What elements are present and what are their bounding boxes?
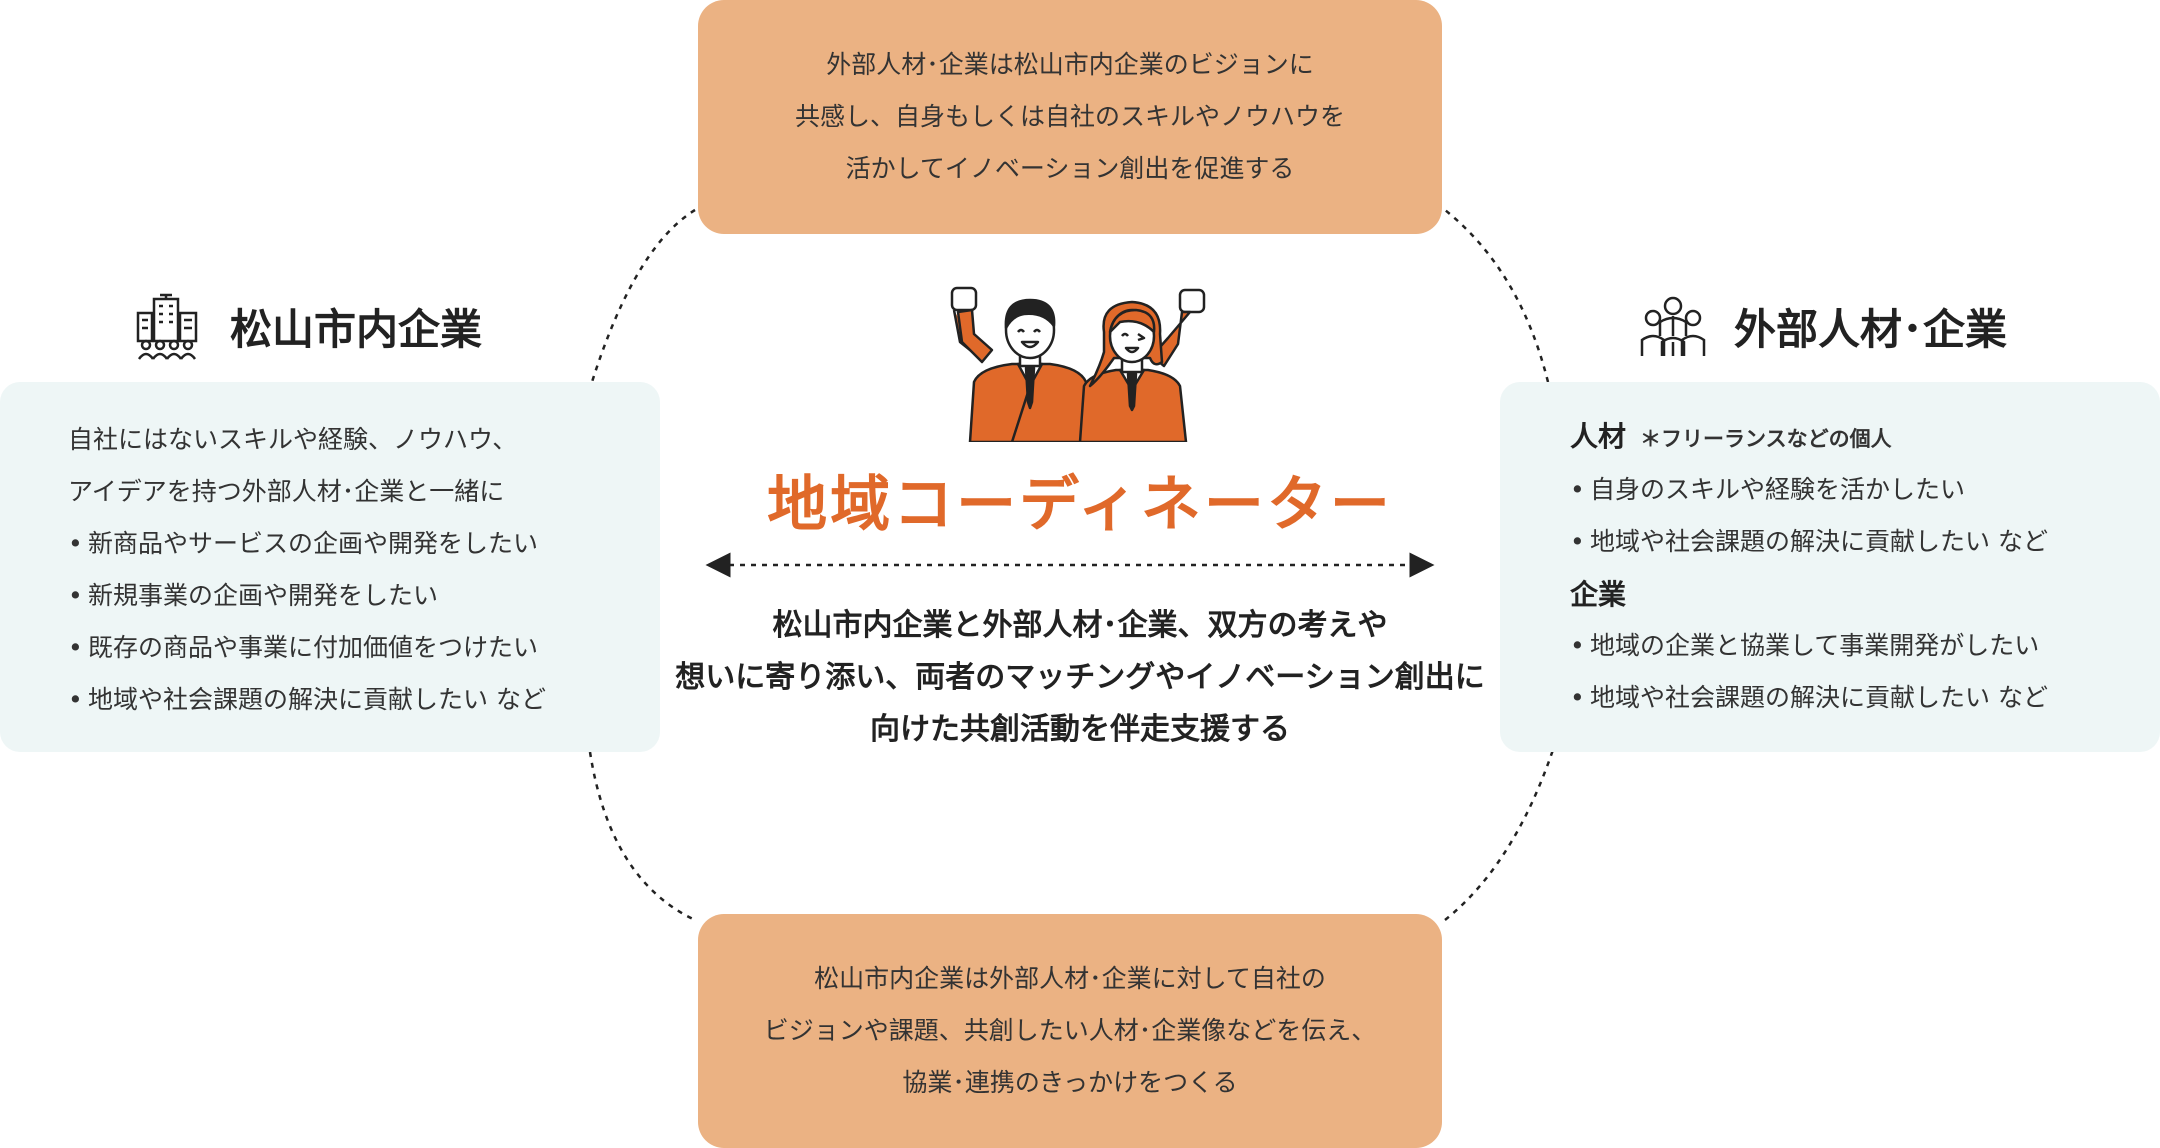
bottom-box-line: 松山市内企業は外部人材･企業に対して自社の xyxy=(814,964,1326,993)
people-group-icon xyxy=(1640,294,1706,358)
arrow-top-to-left xyxy=(576,208,696,418)
right-heading-text: 外部人材･企業 xyxy=(1734,304,2008,354)
right-bullet-item: •地域や社会課題の解決に貢献したい など xyxy=(1570,527,2048,556)
left-bullet-item: •既存の商品や事業に付加価値をつけたい xyxy=(68,633,539,662)
section-title-talent: 人材＊フリーランスなどの個人 xyxy=(1570,420,1892,453)
right-bullet-item: •自身のスキルや経験を活かしたい xyxy=(1570,475,1966,504)
right-bullet-item: •地域や社会課題の解決に貢献したい など xyxy=(1570,683,2048,712)
left-bullet-item: •新規事業の企画や開発をしたい xyxy=(68,581,439,610)
top-box-line: 共感し、自身もしくは自社のスキルやノウハウを xyxy=(794,102,1345,131)
coordinators-cheering-illustration xyxy=(940,282,1220,446)
left-heading: 松山市内企業 xyxy=(134,286,482,366)
left-intro-line: アイデアを持つ外部人材･企業と一緒に xyxy=(68,477,505,506)
left-panel: 自社にはないスキルや経験、ノウハウ、 アイデアを持つ外部人材･企業と一緒に •新… xyxy=(0,382,660,752)
left-bullet-item: •地域や社会課題の解決に貢献したい など xyxy=(68,685,546,714)
left-intro-line: 自社にはないスキルや経験、ノウハウ、 xyxy=(68,425,518,454)
right-heading: 外部人材･企業 xyxy=(1640,286,2007,366)
center-description: 松山市内企業と外部人材･企業、双方の考えや 想いに寄り添い、両者のマッチングやイ… xyxy=(640,600,1520,756)
bottom-box-line: ビジョンや課題、共創したい人材･企業像などを伝え、 xyxy=(763,1016,1377,1045)
center-title: 地域コーディネーター xyxy=(767,470,1393,540)
right-panel: 人材＊フリーランスなどの個人 •自身のスキルや経験を活かしたい •地域や社会課題… xyxy=(1500,382,2160,752)
arrow-bottom-to-right xyxy=(1444,716,1569,921)
section-note: ＊フリーランスなどの個人 xyxy=(1640,427,1892,451)
left-heading-text: 松山市内企業 xyxy=(230,304,483,354)
right-bullet-item: •地域の企業と協業して事業開発がしたい xyxy=(1570,631,2040,660)
office-building-icon xyxy=(134,291,202,361)
section-title-company: 企業 xyxy=(1570,578,1627,611)
top-box-line: 活かしてイノベーション創出を促進する xyxy=(845,154,1295,183)
center-description-line: 向けた共創活動を伴走支援する xyxy=(870,712,1290,747)
left-bullet-item: •新商品やサービスの企画や開発をしたい xyxy=(68,529,539,558)
center-description-line: 想いに寄り添い、両者のマッチングやイノベーション創出に xyxy=(675,660,1485,695)
center-description-line: 松山市内企業と外部人材･企業、双方の考えや xyxy=(772,608,1388,643)
top-box-line: 外部人材･企業は松山市内企業のビジョンに xyxy=(826,50,1314,79)
connector-left-to-bottom xyxy=(588,751,696,922)
connector-right-to-top xyxy=(1444,209,1550,383)
top-message-box: 外部人材･企業は松山市内企業のビジョンに 共感し、自身もしくは自社のスキルやノウ… xyxy=(698,0,1442,234)
bottom-box-line: 協業･連携のきっかけをつくる xyxy=(902,1068,1238,1097)
bottom-message-box: 松山市内企業は外部人材･企業に対して自社の ビジョンや課題、共創したい人材･企業… xyxy=(698,914,1442,1148)
